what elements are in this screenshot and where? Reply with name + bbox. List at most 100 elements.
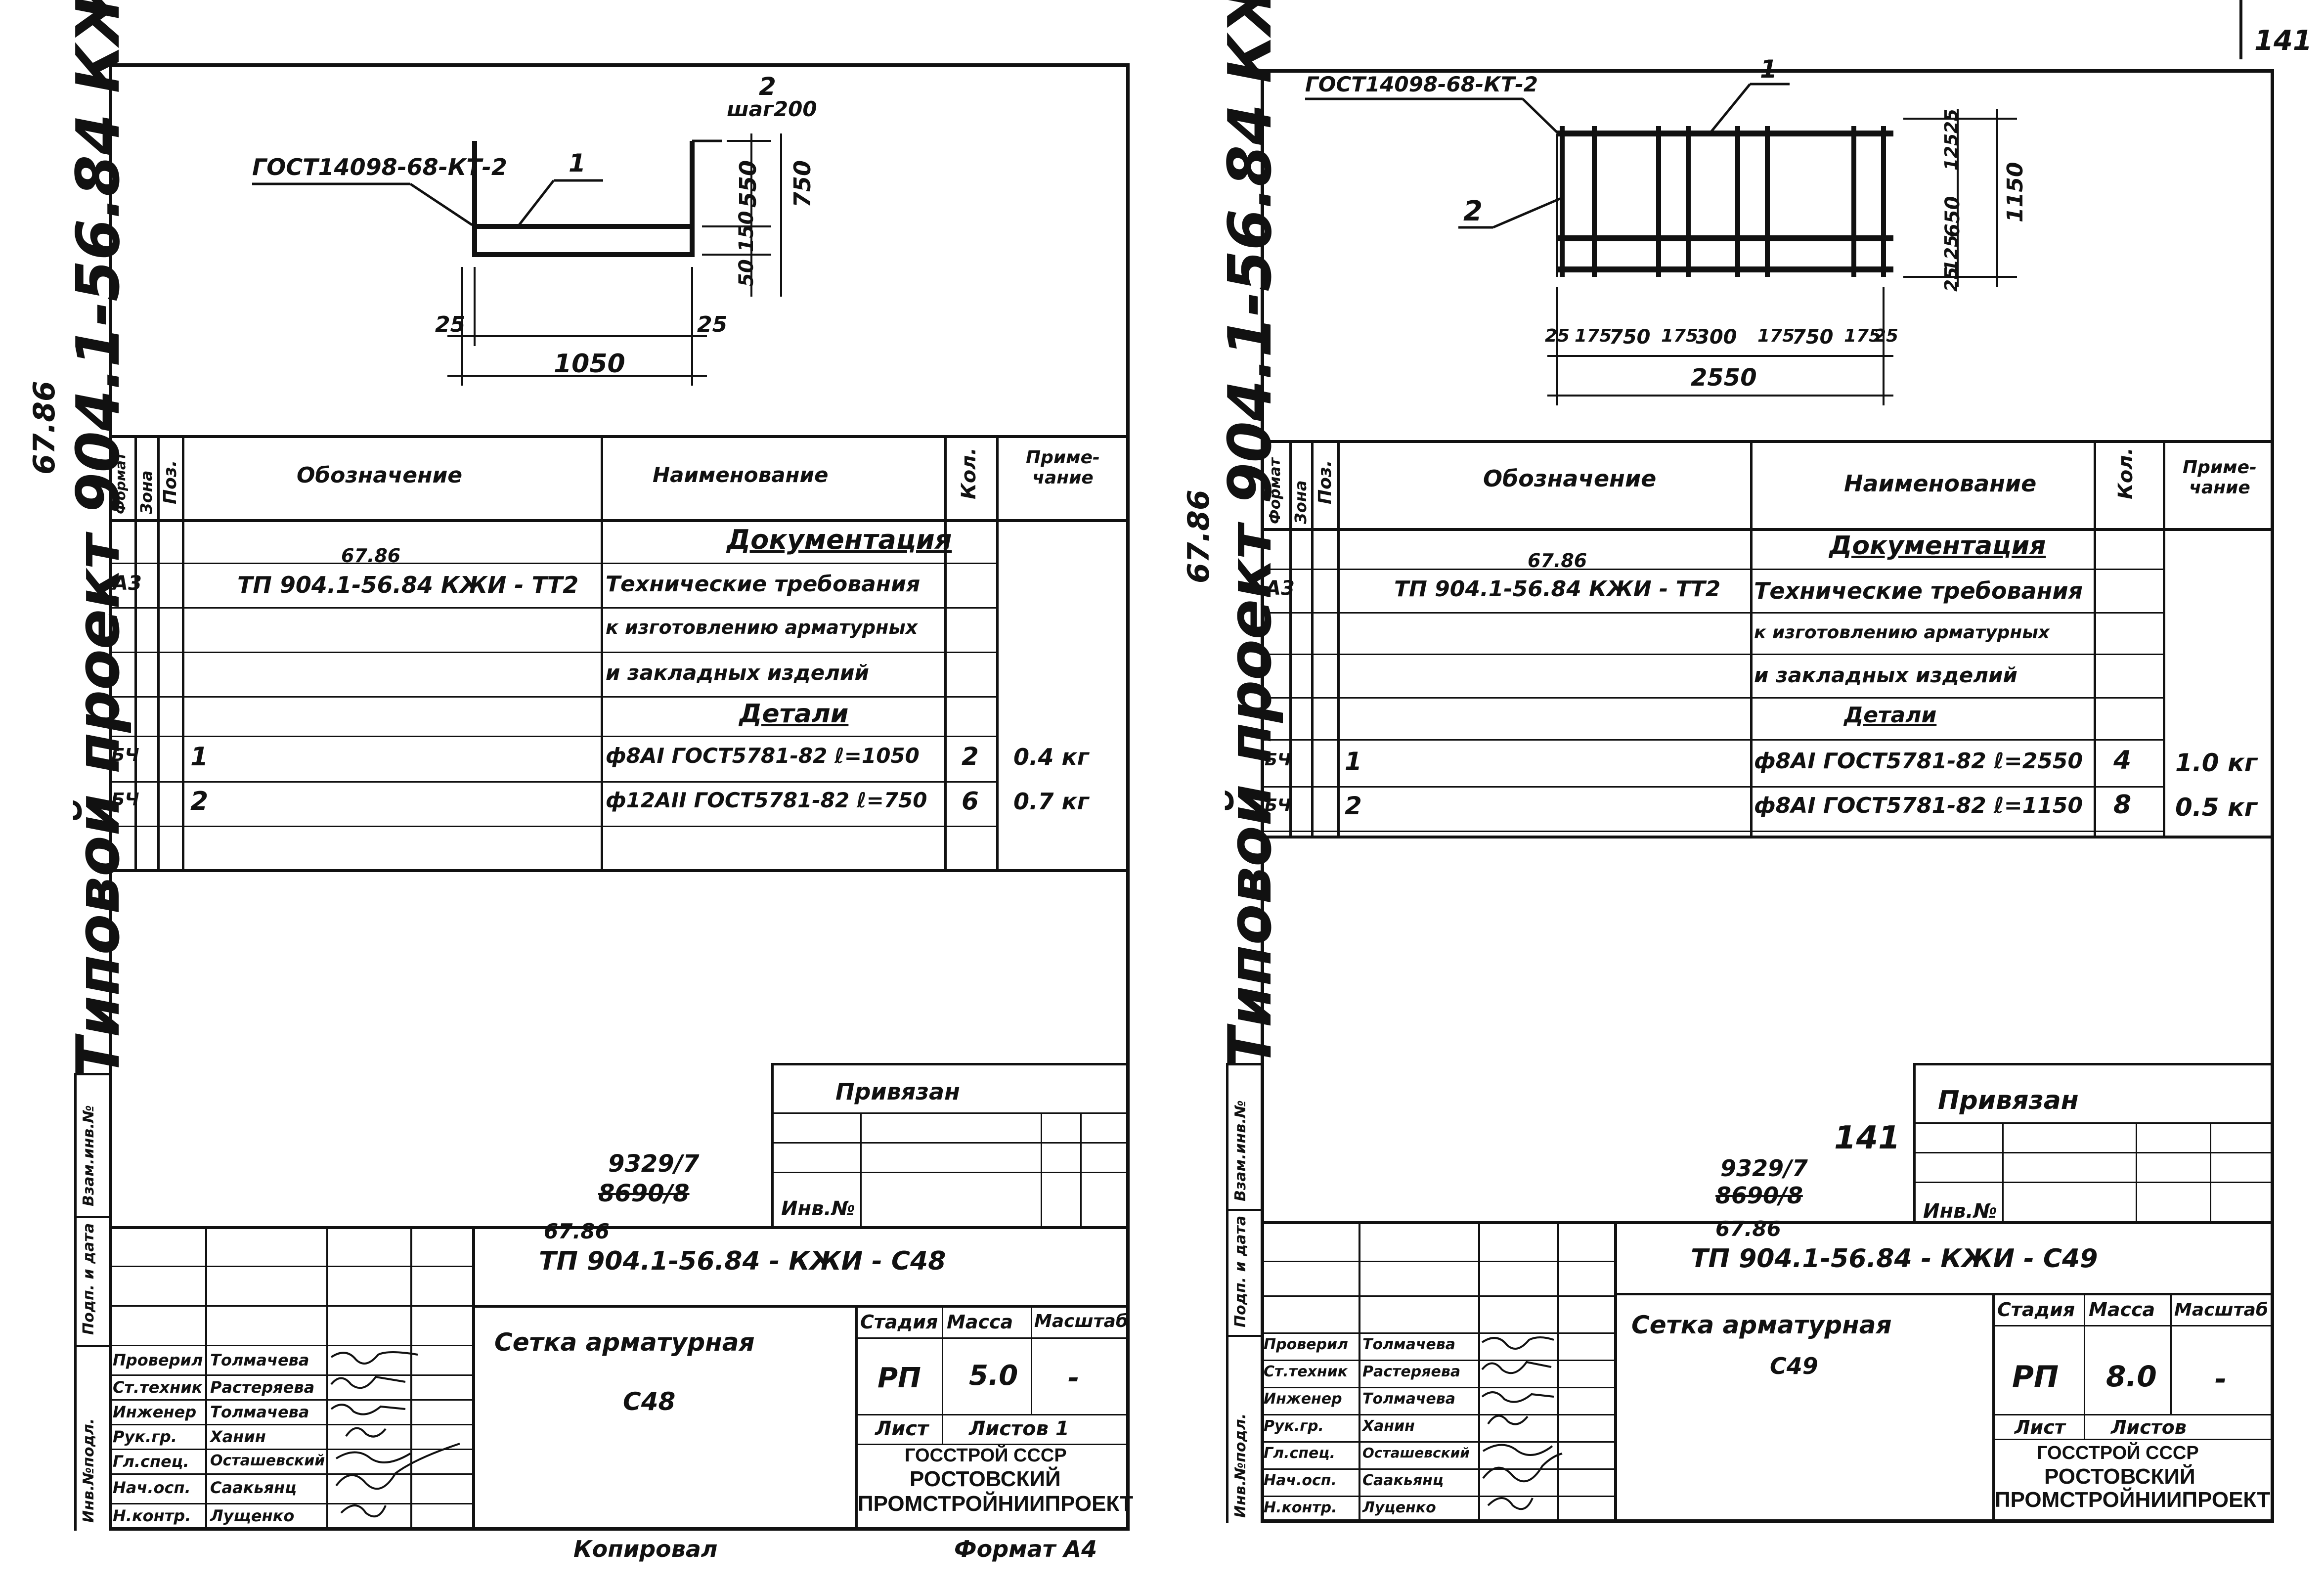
left-row1-name: ф8АI ГОСТ5781-82 ℓ=1050	[606, 744, 920, 768]
left-title-code-new: 67.86	[544, 1219, 610, 1243]
left-role-1: Проверил	[113, 1351, 203, 1369]
right-row2-note: 0.5 кг	[2175, 793, 2258, 822]
right-leader-2: 2	[1463, 195, 1483, 227]
right-item-name: Сетка арматурная	[1631, 1311, 1892, 1339]
left-name-1: Толмачева	[210, 1351, 309, 1369]
right-row1-format: БЧ	[1265, 750, 1291, 770]
left-dim-1050: 1050	[554, 349, 625, 379]
right-dim-h-750a: 750	[1609, 326, 1651, 349]
right-role-3: Инженер	[1264, 1390, 1342, 1408]
left-inv-number-1: 9329/7	[608, 1150, 700, 1178]
right-role-1: Проверил	[1264, 1336, 1348, 1353]
left-row1-note: 0.4 кг	[1013, 744, 1089, 770]
left-sheet	[109, 63, 1130, 1531]
left-sheets-label: Листов 1	[969, 1417, 1069, 1440]
left-gost-label: ГОСТ14098-68-КТ-2	[252, 154, 507, 180]
left-role-4: Рук.гр.	[113, 1427, 177, 1446]
left-scale-header: Масштаб	[1034, 1311, 1128, 1331]
left-header-designation: Обозначение	[297, 463, 463, 488]
left-spec-head-bottom	[109, 519, 1130, 522]
right-mass-header: Масса	[2089, 1299, 2155, 1321]
left-row1-pos: 1	[190, 742, 209, 772]
right-row1-name: ф8АI ГОСТ5781-82 ℓ=2550	[1754, 749, 2083, 774]
left-role-2: Ст.техник	[113, 1378, 203, 1397]
right-title-code-new: 67.86	[1715, 1217, 1781, 1241]
left-item-mark: С48	[623, 1387, 676, 1416]
left-leader-2: 2	[759, 72, 776, 101]
left-org-3: ПРОМСТРОЙНИИПРОЕКТ	[858, 1492, 1134, 1516]
right-doc-name-1: Технические требования	[1754, 577, 2083, 604]
right-name-4: Ханин	[1362, 1417, 1415, 1435]
right-name-7: Луценко	[1362, 1499, 1436, 1516]
right-role-7: Н.контр.	[1264, 1499, 1337, 1516]
left-row2-pos: 2	[190, 787, 209, 816]
left-mass-value: 5.0	[969, 1360, 1018, 1392]
right-role-4: Рук.гр.	[1264, 1417, 1324, 1435]
right-name-2: Растеряева	[1362, 1363, 1461, 1380]
right-row1-qty: 4	[2113, 746, 2132, 775]
left-header-name: Наименование	[653, 463, 829, 487]
left-doc-name-3: и закладных изделий	[606, 661, 869, 685]
right-row2-qty: 8	[2113, 790, 2132, 820]
right-inv-number-1: 9329/7	[1720, 1155, 1808, 1182]
right-dim-total: 2550	[1691, 364, 1757, 392]
left-dim-25b: 25	[697, 312, 728, 337]
right-role-2: Ст.техник	[1264, 1363, 1348, 1380]
right-inv-number-2: 8690/8	[1715, 1182, 1803, 1209]
left-header-note: Приме-чание	[1026, 447, 1100, 488]
right-item-mark: С49	[1770, 1353, 1818, 1379]
right-name-3: Толмачева	[1362, 1390, 1455, 1408]
right-dim-h-300: 300	[1696, 326, 1737, 349]
left-role-3: Инженер	[113, 1403, 197, 1421]
right-dim-h-175d: 175	[1844, 326, 1882, 346]
right-section-docs: Документация	[1829, 531, 2046, 561]
left-doc-format: А3	[113, 572, 142, 595]
left-section-details: Детали	[739, 699, 849, 729]
right-doc-format: А3	[1266, 577, 1295, 600]
left-role-5: Гл.спец.	[113, 1452, 189, 1471]
right-sheets-label: Листов	[2111, 1416, 2187, 1438]
left-row2-qty: 6	[962, 787, 979, 815]
left-item-name: Сетка арматурная	[494, 1328, 755, 1357]
left-mass-header: Масса	[947, 1311, 1013, 1333]
left-inv-label: Инв.№	[781, 1197, 855, 1220]
left-name-6: Саакьянц	[210, 1478, 297, 1497]
right-stage-header: Стадия	[1997, 1299, 2075, 1321]
left-row2-note: 0.7 кг	[1013, 788, 1089, 815]
right-dim-h-175b: 175	[1661, 326, 1699, 346]
left-spec-bottom	[109, 869, 1130, 872]
left-name-3: Толмачева	[210, 1403, 309, 1421]
left-name-7: Лущенко	[210, 1506, 295, 1525]
left-step-label: шаг200	[727, 97, 817, 121]
right-dim-h-25b: 25	[1874, 326, 1899, 346]
right-doc-code-new: 67.86	[1528, 550, 1587, 572]
right-row2-pos: 2	[1345, 792, 1362, 820]
right-gost-label: ГОСТ14098-68-КТ-2	[1305, 72, 1538, 96]
right-name-1: Толмачева	[1362, 1336, 1455, 1353]
left-role-7: Н.контр.	[113, 1506, 191, 1525]
right-doc-name-2: к изготовлению арматурных	[1754, 622, 2050, 643]
right-dim-h-175a: 175	[1575, 326, 1612, 346]
right-org-3: ПРОМСТРОЙНИИПРОЕКТ	[1995, 1488, 2271, 1512]
left-scale-value: -	[1068, 1362, 1080, 1394]
right-extra-number: 141	[1834, 1120, 1900, 1156]
left-spec-top	[109, 435, 1130, 438]
right-name-6: Саакьянц	[1362, 1472, 1444, 1489]
right-dim-h-750b: 750	[1792, 326, 1834, 349]
right-header-note: Приме-чание	[2183, 457, 2257, 498]
left-stage-value: РП	[877, 1362, 921, 1394]
right-sheet	[1261, 69, 2274, 1523]
left-role-6: Нач.осп.	[113, 1478, 191, 1497]
right-doc-code: ТП 904.1-56.84 КЖИ - ТТ2	[1394, 576, 1721, 602]
right-doc-name-3: и закладных изделий	[1754, 663, 2017, 687]
left-org-1: ГОССТРОЙ СССР	[905, 1445, 1067, 1466]
left-leader-1: 1	[569, 149, 586, 177]
left-inv-number-2: 8690/8	[598, 1180, 690, 1207]
corner-page-number: 141	[2254, 25, 2312, 57]
left-row2-name: ф12АII ГОСТ5781-82 ℓ=750	[606, 788, 927, 812]
right-sheet-label: Лист	[2015, 1416, 2065, 1438]
left-doc-name-2: к изготовлению арматурных	[606, 617, 918, 638]
